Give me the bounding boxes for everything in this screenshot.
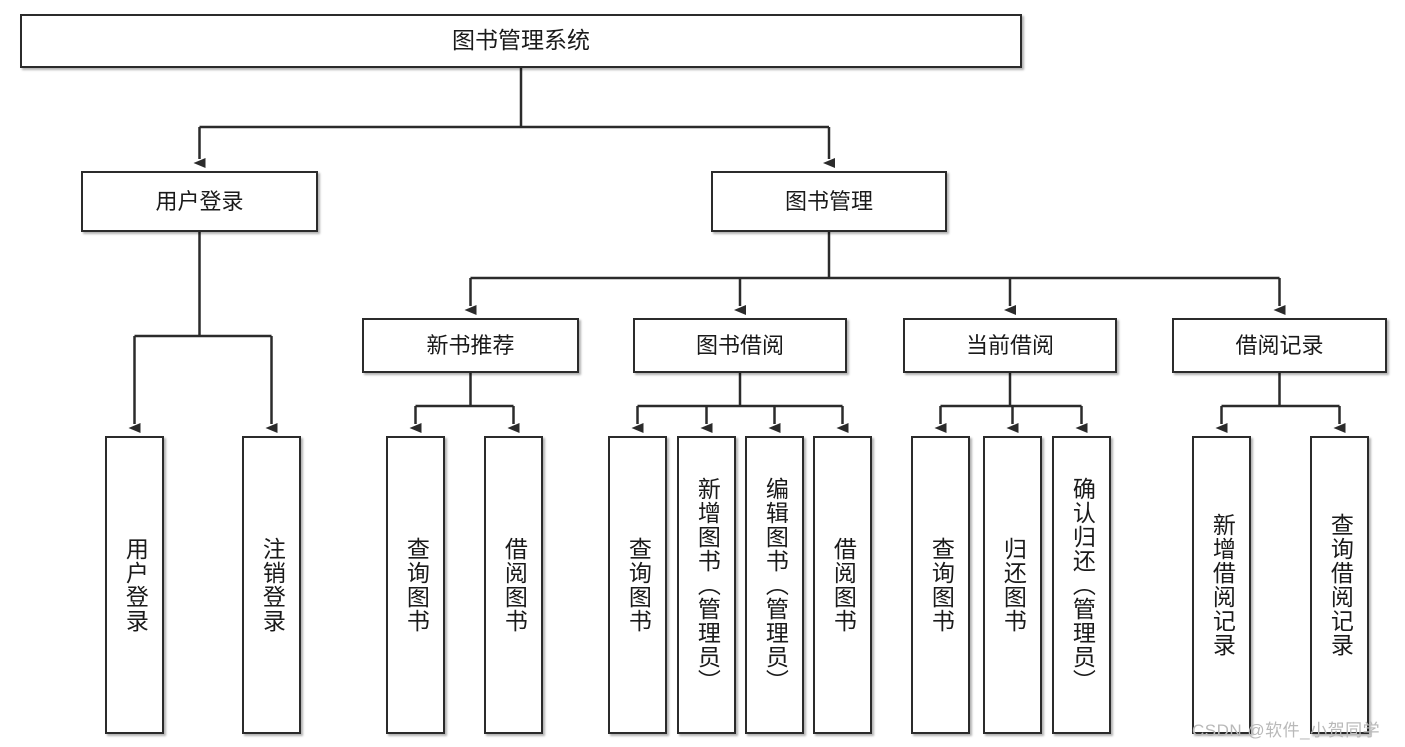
- node-leaf-user-logout[interactable]: 注销登录: [242, 436, 301, 734]
- node-leaf-rec-borrow[interactable]: 借阅图书: [484, 436, 543, 734]
- node-label: 新增借阅记录: [1209, 513, 1236, 657]
- node-label: 确认归还（管理员）: [1069, 477, 1096, 693]
- node-label: 借阅图书: [830, 537, 857, 633]
- node-label: 新增图书（管理员）: [694, 477, 721, 693]
- node-label: 归还图书: [1000, 537, 1027, 633]
- node-label: 查询图书: [625, 537, 652, 633]
- connector-trunk-new-book-rec: [415, 373, 514, 408]
- node-leaf-book-borrow[interactable]: 借阅图书: [813, 436, 872, 734]
- node-user-login[interactable]: 用户登录: [81, 171, 318, 232]
- node-leaf-rec-search[interactable]: 查询借阅记录: [1310, 436, 1369, 734]
- node-label: 编辑图书（管理员）: [762, 477, 789, 693]
- node-label: 图书管理: [784, 188, 873, 214]
- node-label: 新书推荐: [426, 332, 515, 358]
- node-label: 图书借阅: [695, 332, 784, 358]
- connector-trunk-user-login: [134, 232, 272, 338]
- node-label: 借阅图书: [501, 537, 528, 633]
- node-label: 当前借阅: [965, 332, 1054, 358]
- node-leaf-book-add[interactable]: 新增图书（管理员）: [677, 436, 736, 734]
- node-current-borrow[interactable]: 当前借阅: [903, 318, 1117, 373]
- watermark: CSDN @软件_小贺同学: [1192, 721, 1381, 740]
- connector-trunk-borrow-record: [1221, 373, 1340, 408]
- node-leaf-user-login[interactable]: 用户登录: [105, 436, 164, 734]
- node-book-manage[interactable]: 图书管理: [711, 171, 947, 232]
- node-leaf-cur-return[interactable]: 归还图书: [983, 436, 1042, 734]
- connector-trunk-current-borrow: [940, 373, 1082, 408]
- node-leaf-book-edit[interactable]: 编辑图书（管理员）: [745, 436, 804, 734]
- node-leaf-cur-confirm[interactable]: 确认归还（管理员）: [1052, 436, 1111, 734]
- node-leaf-cur-query[interactable]: 查询图书: [911, 436, 970, 734]
- node-label: 注销登录: [259, 537, 286, 633]
- node-book-borrow[interactable]: 图书借阅: [633, 318, 847, 373]
- connector-trunk-book-manage: [470, 232, 1280, 280]
- node-leaf-rec-add[interactable]: 新增借阅记录: [1192, 436, 1251, 734]
- node-root[interactable]: 图书管理系统: [20, 14, 1022, 68]
- connector-trunk-book-borrow: [637, 373, 843, 408]
- node-label: 借阅记录: [1235, 332, 1324, 358]
- node-label: 用户登录: [122, 537, 149, 633]
- node-label: 图书管理系统: [452, 27, 590, 54]
- node-label: 查询图书: [403, 537, 430, 633]
- node-leaf-borrow-query[interactable]: 查询图书: [608, 436, 667, 734]
- connector-trunk-root: [199, 68, 829, 129]
- node-label: 用户登录: [155, 188, 244, 214]
- node-leaf-rec-query[interactable]: 查询图书: [386, 436, 445, 734]
- node-label: 查询借阅记录: [1327, 513, 1354, 657]
- node-new-book-rec[interactable]: 新书推荐: [362, 318, 579, 373]
- node-label: 查询图书: [928, 537, 955, 633]
- node-borrow-record[interactable]: 借阅记录: [1172, 318, 1387, 373]
